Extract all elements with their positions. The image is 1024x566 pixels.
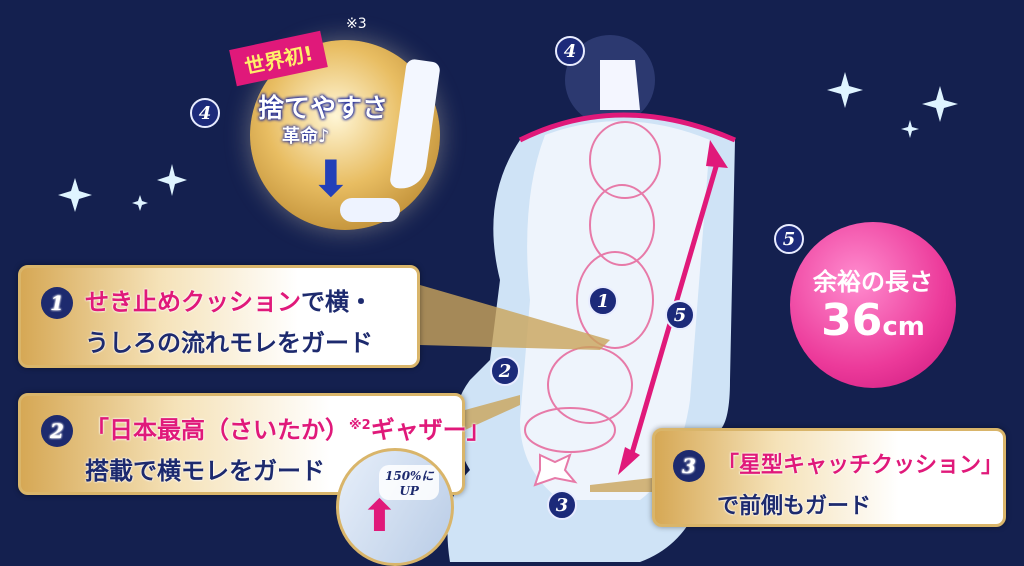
callout-highlight: ギャザー」	[370, 416, 491, 444]
sparkle-icon	[922, 86, 958, 122]
callout-highlight: 「日本最高（さいたか）	[85, 416, 349, 444]
callout-number: 3	[673, 450, 705, 482]
gather-inset: ⬆ 150%に UP	[336, 448, 454, 566]
rolled-pad-icon	[340, 198, 400, 222]
inset-label-line: 150%に	[385, 469, 434, 483]
marker-5: 5	[665, 300, 695, 330]
length-label: 余裕の長さ	[813, 268, 933, 296]
inset-label: 150%に UP	[379, 465, 440, 500]
callout-text: で横・	[301, 288, 373, 316]
length-badge: 余裕の長さ 36cm	[790, 222, 956, 388]
marker-3: 3	[547, 490, 577, 520]
callout-star-cushion: 3 「星型キャッチクッション」 で前側もガード	[652, 428, 1006, 527]
badge-subtitle: 革命♪	[282, 126, 330, 147]
marker-1: 1	[588, 286, 618, 316]
sparkle-icon	[827, 72, 863, 108]
sparkle-icon	[157, 164, 187, 196]
callout-highlight: せき止めクッション	[85, 288, 301, 316]
callout-number: 2	[41, 415, 73, 447]
marker-5: 5	[774, 224, 804, 254]
callout-cushion: 1 せき止めクッションで横・ うしろの流れモレをガード	[18, 265, 420, 368]
sparkle-icon	[58, 178, 92, 212]
length-value: 36	[821, 295, 883, 346]
marker-4: 4	[190, 98, 220, 128]
down-arrow-icon: ⬇	[310, 150, 352, 208]
footnote-mark: ※3	[346, 16, 367, 32]
length-unit: cm	[882, 312, 925, 342]
callout-text: うしろの流れモレをガード	[85, 329, 373, 357]
footnote-mark: ※2	[349, 418, 371, 433]
sparkle-icon	[132, 195, 148, 211]
badge-title: 捨てやすさ	[258, 94, 389, 124]
callout-highlight: 「星型キャッチクッション」	[717, 453, 1004, 478]
callout-text: で前側もガード	[717, 494, 872, 519]
marker-2: 2	[490, 356, 520, 386]
sparkle-icon	[901, 120, 919, 138]
callout-text: 搭載で横モレをガード	[85, 457, 325, 485]
inset-label-line: UP	[399, 484, 419, 498]
marker-4: 4	[555, 36, 585, 66]
callout-number: 1	[41, 287, 73, 319]
